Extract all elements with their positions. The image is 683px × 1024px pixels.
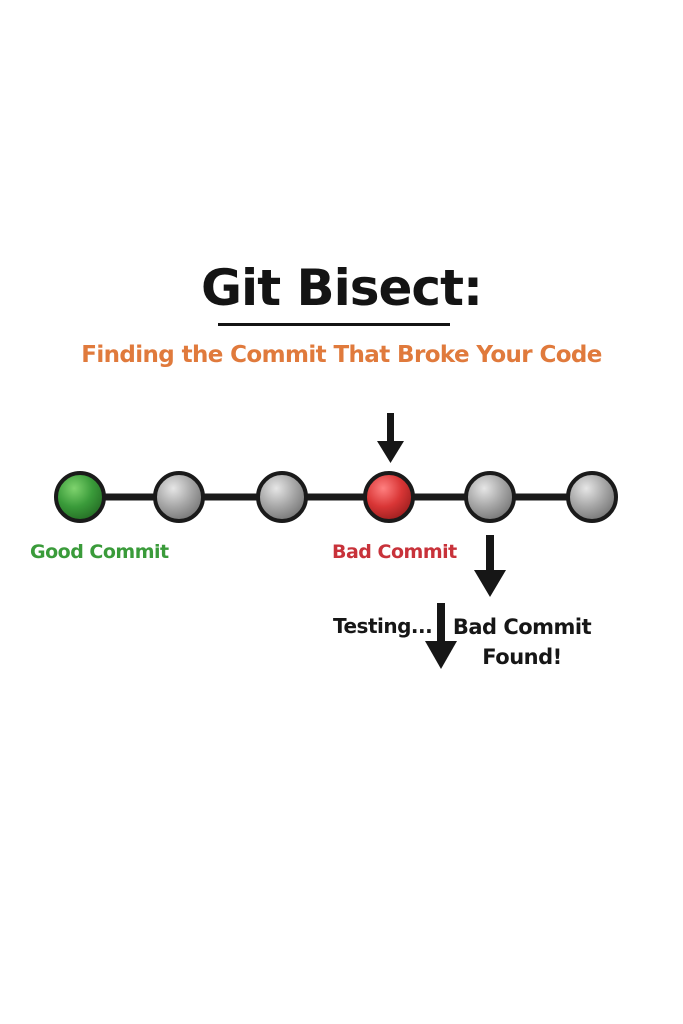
diagram-title: Git Bisect:: [201, 259, 483, 317]
arrow-down-icon: [474, 535, 506, 597]
found-label-line1: Bad Commit: [452, 615, 592, 639]
arrow-down-icon: [425, 603, 457, 669]
arrow-down-icon: [377, 413, 404, 463]
diagram-subtitle: Finding the Commit That Broke Your Code: [81, 342, 602, 368]
found-label-line2: Found!: [482, 645, 562, 669]
good-commit-label: Good Commit: [30, 541, 169, 563]
testing-label: Testing...: [333, 614, 433, 638]
commit-node-neutral: [256, 471, 308, 523]
commit-node-good: [54, 471, 106, 523]
commit-node-neutral: [566, 471, 618, 523]
commit-node-bad: [363, 471, 415, 523]
commit-nodes: [54, 471, 618, 523]
bad-commit-found-label: Bad Commit Found!: [452, 612, 592, 672]
commit-node-neutral: [153, 471, 205, 523]
bad-commit-label: Bad Commit: [332, 541, 457, 563]
title-underline: [218, 323, 450, 326]
commit-node-neutral: [464, 471, 516, 523]
